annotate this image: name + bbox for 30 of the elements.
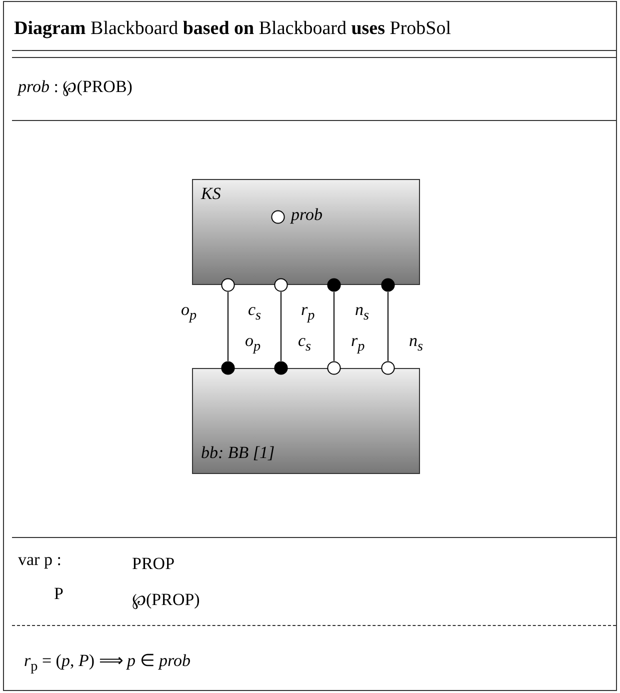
formula: r$_{p}$ = (p, P) ⟹ p ∈ prob	[24, 650, 191, 676]
port-label: o$_{p}$	[181, 300, 197, 324]
component-box	[192, 368, 420, 474]
component-box	[192, 179, 420, 285]
port-circle	[381, 361, 395, 375]
connector-line	[280, 292, 282, 362]
port-label: c$_{s}$	[248, 300, 262, 324]
port-label: n$_{s}$	[409, 331, 424, 356]
declaration: prob : ℘(PROB)	[18, 76, 132, 97]
port-circle	[327, 278, 341, 292]
port-label: n$_{s}$	[355, 300, 370, 324]
component-name: bb: BB [1]	[201, 443, 275, 463]
port-circle	[327, 361, 341, 375]
port-label: c$_{s}$	[298, 331, 312, 356]
port-label: r$_{p}$	[351, 331, 365, 356]
variable-label: P	[54, 584, 64, 604]
port-circle	[274, 361, 288, 375]
type-label: PROP	[132, 554, 175, 574]
diagram-title: Diagram Blackboard based on Blackboard uses ProbSol	[14, 18, 451, 40]
port-label: r$_{p}$	[301, 300, 315, 324]
port-label: o$_{p}$	[245, 331, 261, 356]
attribute-circle	[271, 210, 285, 224]
keyword-label: var p :	[18, 550, 62, 570]
port-circle	[221, 278, 235, 292]
attribute-label: prob	[291, 205, 322, 225]
component-name: KS	[201, 184, 221, 204]
port-circle	[274, 278, 288, 292]
port-circle	[221, 361, 235, 375]
type-label: ℘(PROP)	[132, 589, 200, 610]
port-circle	[381, 278, 395, 292]
